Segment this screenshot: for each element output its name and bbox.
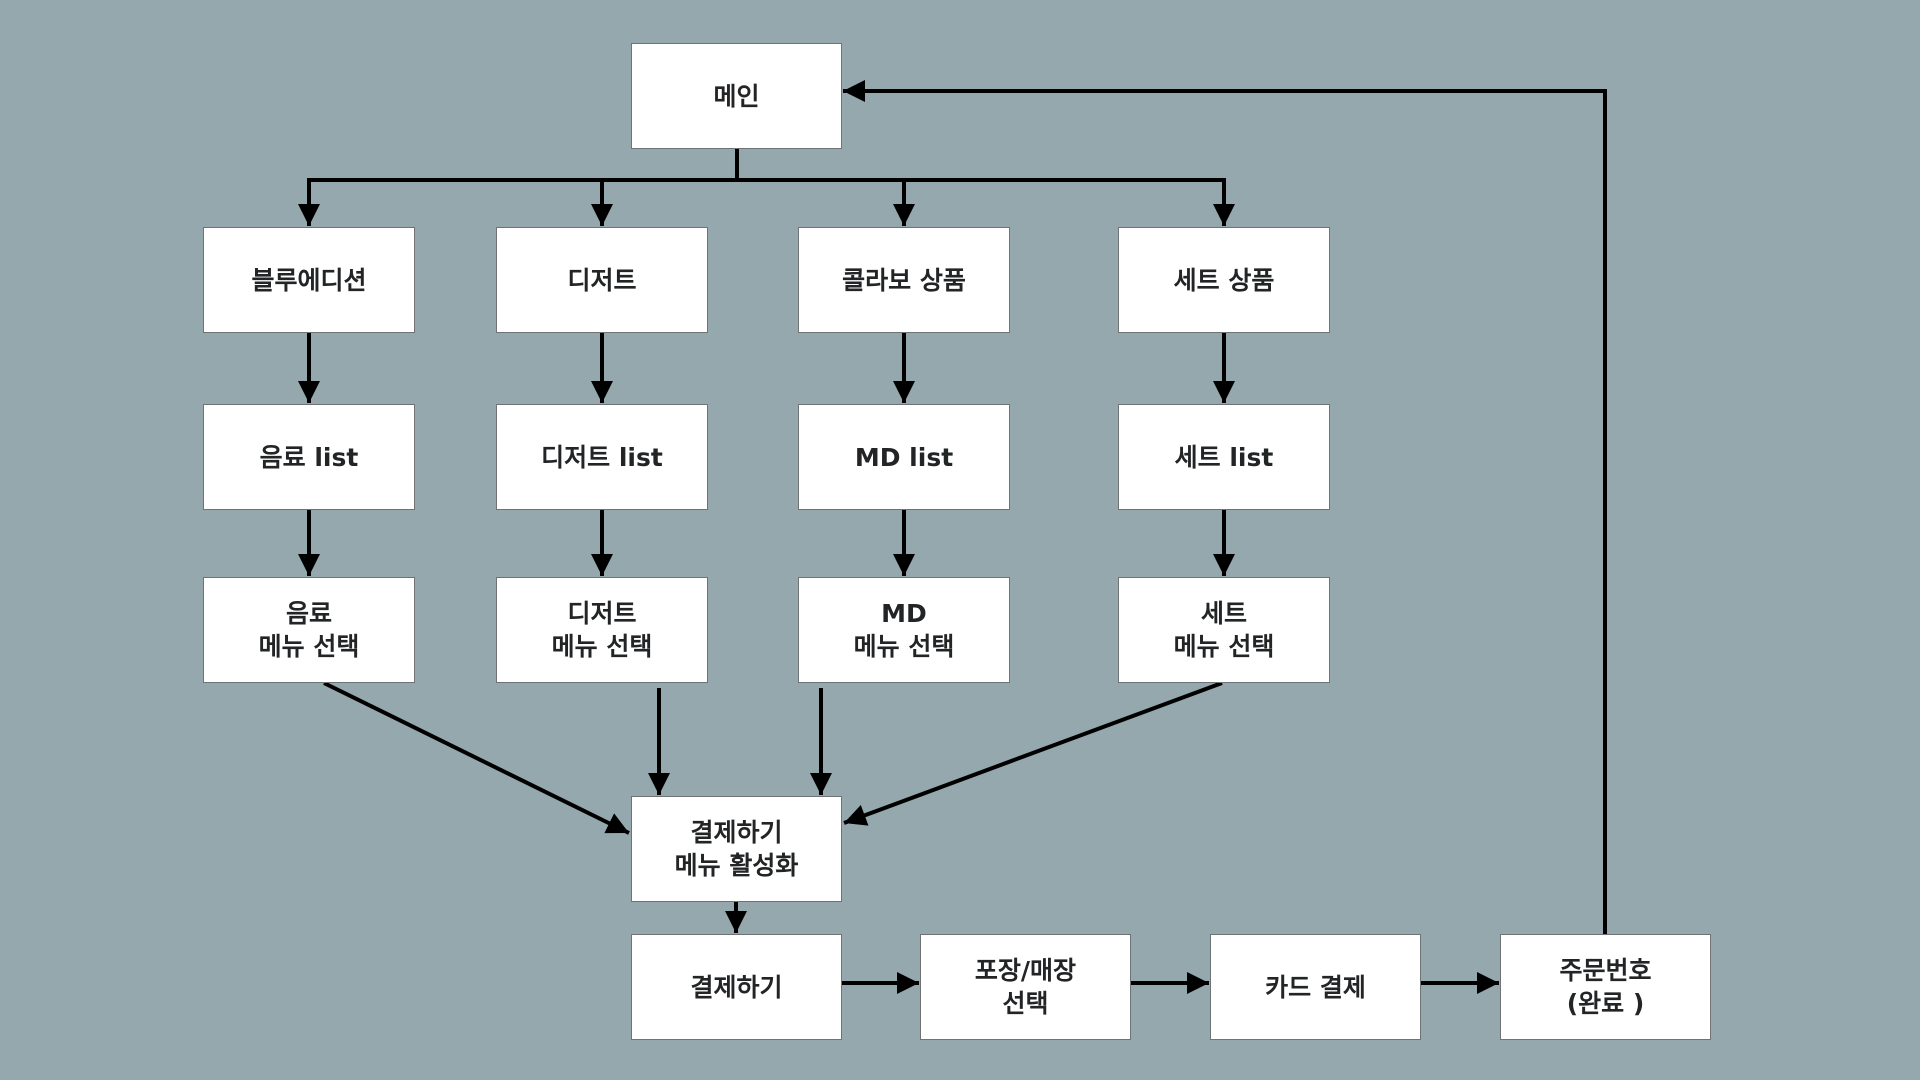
node-pay-activate: 결제하기 메뉴 활성화 — [631, 796, 842, 902]
node-md-select: MD 메뉴 선택 — [798, 577, 1010, 683]
node-order-number-label: 주문번호 (완료 ) — [1559, 956, 1652, 1018]
edge-set-list-set-select-arrowhead — [1213, 554, 1235, 576]
node-set-list: 세트 list — [1118, 404, 1330, 510]
edge-set-set-list-arrowhead — [1213, 381, 1235, 403]
edge-set-select-pay-activate — [843, 681, 1223, 825]
edge-dessert-list-dessert-select-arrowhead — [591, 554, 613, 576]
node-dessert-select-label: 디저트 메뉴 선택 — [551, 599, 653, 661]
node-pack-or-dine-label: 포장/매장 선택 — [974, 956, 1077, 1018]
edge-main-collab-arrowhead — [893, 204, 915, 226]
edge-md-list-md-select-arrowhead — [893, 554, 915, 576]
node-blue-edition: 블루에디션 — [203, 227, 415, 333]
node-set-select: 세트 메뉴 선택 — [1118, 577, 1330, 683]
edge-pay-pack-or-dine-arrowhead — [897, 972, 919, 994]
edge-main-dessert-arrowhead — [591, 204, 613, 226]
node-blue-edition-label: 블루에디션 — [251, 265, 367, 295]
node-pay-activate-label: 결제하기 메뉴 활성화 — [674, 818, 799, 880]
node-collab: 콜라보 상품 — [798, 227, 1010, 333]
edge-collab-md-list-arrowhead — [893, 381, 915, 403]
node-pack-or-dine: 포장/매장 선택 — [920, 934, 1131, 1040]
node-order-number: 주문번호 (완료 ) — [1500, 934, 1711, 1040]
node-pay: 결제하기 — [631, 934, 842, 1040]
node-md-list: MD list — [798, 404, 1010, 510]
edge-set-select-pay-activate-arrowhead — [844, 805, 869, 826]
edge-main-set — [904, 178, 1226, 226]
node-main-label: 메인 — [713, 81, 760, 111]
node-drink-select-label: 음료 메뉴 선택 — [258, 599, 360, 661]
edge-main-set-arrowhead — [1213, 204, 1235, 226]
node-dessert-label: 디저트 — [567, 265, 637, 295]
edge-main-blue-edition — [307, 149, 739, 226]
edge-drink-select-pay-activate-arrowhead — [604, 813, 629, 834]
edge-pack-or-dine-card-pay-arrowhead — [1187, 972, 1209, 994]
edge-blue-edition-drink-list-arrowhead — [298, 381, 320, 403]
edge-drink-select-pay-activate — [323, 681, 630, 835]
edge-main-collab — [737, 178, 906, 226]
node-drink-list-label: 음료 list — [259, 442, 359, 472]
node-card-pay-label: 카드 결제 — [1265, 972, 1366, 1002]
node-collab-label: 콜라보 상품 — [842, 265, 966, 295]
node-set: 세트 상품 — [1118, 227, 1330, 333]
node-md-select-label: MD 메뉴 선택 — [853, 599, 955, 661]
node-main: 메인 — [631, 43, 842, 149]
edge-dessert-select-pay-activate-arrowhead — [648, 773, 670, 795]
edge-card-pay-order-number-arrowhead — [1477, 972, 1499, 994]
edge-dessert-dessert-list-arrowhead — [591, 381, 613, 403]
edge-order-number-main-arrowhead — [843, 80, 865, 102]
edge-drink-list-drink-select-arrowhead — [298, 554, 320, 576]
node-dessert-list-label: 디저트 list — [541, 442, 663, 472]
edge-md-select-pay-activate-arrowhead — [810, 773, 832, 795]
edge-main-blue-edition-arrowhead — [298, 204, 320, 226]
node-md-list-label: MD list — [854, 442, 954, 472]
node-set-label: 세트 상품 — [1173, 265, 1275, 295]
edge-order-number-main — [843, 89, 1607, 934]
node-dessert-list: 디저트 list — [496, 404, 708, 510]
node-pay-label: 결제하기 — [690, 972, 783, 1002]
node-card-pay: 카드 결제 — [1210, 934, 1421, 1040]
node-dessert: 디저트 — [496, 227, 708, 333]
node-dessert-select: 디저트 메뉴 선택 — [496, 577, 708, 683]
node-drink-list: 음료 list — [203, 404, 415, 510]
node-drink-select: 음료 메뉴 선택 — [203, 577, 415, 683]
node-set-list-label: 세트 list — [1174, 442, 1274, 472]
node-set-select-label: 세트 메뉴 선택 — [1173, 599, 1275, 661]
edge-pay-activate-pay-arrowhead — [725, 911, 747, 933]
